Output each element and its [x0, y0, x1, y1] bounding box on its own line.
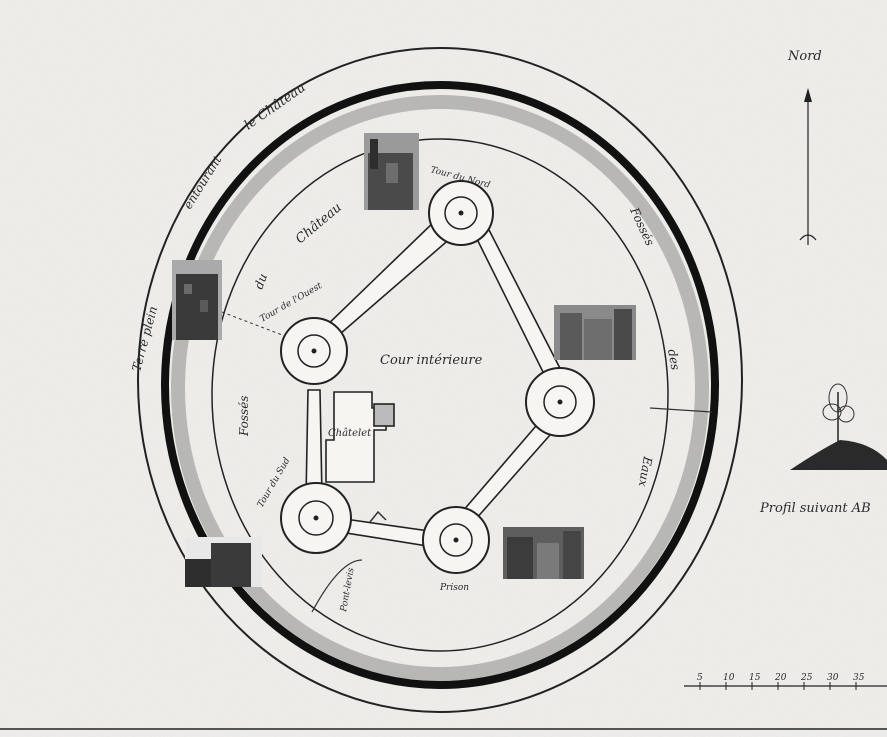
- drawbridge-mark: [369, 510, 387, 523]
- moat-shading: [171, 95, 709, 681]
- inner-ditch-edge: [211, 138, 669, 652]
- tower-east: [525, 367, 595, 437]
- label-ditch-1: Fossés: [237, 396, 251, 437]
- west-tower-photo: [172, 260, 222, 340]
- curtain-walls: [305, 217, 567, 549]
- chatelet-building: [325, 391, 395, 483]
- chatelet-outline: [325, 391, 387, 483]
- section-line-b: [649, 407, 713, 413]
- south-tower-photo: [503, 527, 584, 579]
- chatelet-stair: [373, 403, 395, 427]
- profile-label: Profil suivant AB: [759, 501, 871, 516]
- north-arrow-label: Nord: [787, 49, 822, 64]
- section-line-a: [221, 311, 291, 339]
- label-ditch-2: du: [252, 272, 270, 291]
- scale-bar: 5 10 15 20 25 30 35: [684, 673, 887, 690]
- chatelet-label: Châtelet: [328, 428, 372, 439]
- towers: [280, 180, 595, 574]
- east-tower-photo: [554, 305, 636, 360]
- wall-west: [305, 389, 323, 499]
- courtyard-label: Cour intérieure: [380, 353, 483, 368]
- profile-mound: [790, 440, 887, 470]
- scale-tick-label: 25: [800, 673, 813, 683]
- scale-tick-label: 5: [697, 673, 703, 683]
- tower-south-label: Prison: [439, 583, 469, 593]
- tower-north: [428, 180, 494, 246]
- scale-tick-label: 35: [853, 673, 865, 683]
- north-tower-photo: [364, 133, 419, 210]
- tower-southwest: [280, 482, 352, 554]
- tower-west: [280, 317, 348, 385]
- bridge-path: [311, 559, 363, 613]
- profile-sketch: Profil suivant AB: [759, 383, 887, 516]
- north-arrow: Nord: [787, 49, 822, 245]
- moat-outer-edge: [161, 81, 719, 689]
- southwest-tower-photo: [185, 537, 262, 587]
- scale-tick-label: 30: [827, 673, 839, 683]
- tower-south: [422, 506, 490, 574]
- outer-platform-edge: [137, 47, 743, 713]
- label-right-3: Eaux: [636, 454, 655, 488]
- scale-tick-label: 20: [774, 673, 787, 683]
- label-right-2: des: [665, 348, 682, 371]
- scale-tick-label: 10: [723, 673, 735, 683]
- scale-tick-label: 15: [749, 673, 761, 683]
